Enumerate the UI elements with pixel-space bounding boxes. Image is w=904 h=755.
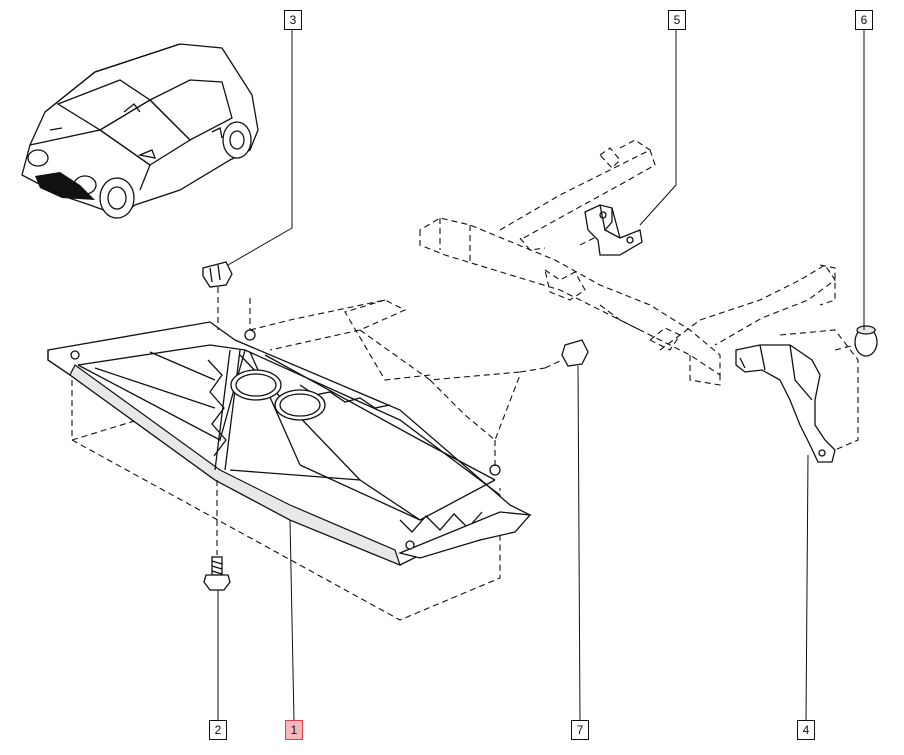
callout-1-highlighted[interactable]: 1 <box>285 720 303 740</box>
bracket-part-5 <box>584 204 643 256</box>
callout-label: 3 <box>289 13 297 27</box>
callout-label: 4 <box>802 723 810 737</box>
subframe-dashed-outline <box>419 139 836 386</box>
callout-5[interactable]: 5 <box>668 10 686 30</box>
car-locator-illustration <box>21 43 259 219</box>
callout-7[interactable]: 7 <box>571 720 589 740</box>
callout-label: 1 <box>290 723 298 737</box>
callout-3[interactable]: 3 <box>284 10 302 30</box>
callout-leader-lines <box>217 30 865 722</box>
bolt-part-2 <box>203 480 231 591</box>
callout-label: 6 <box>860 13 868 27</box>
callout-4[interactable]: 4 <box>797 720 815 740</box>
callout-label: 7 <box>576 723 584 737</box>
clip-part-3 <box>202 261 233 330</box>
callout-6[interactable]: 6 <box>855 10 873 30</box>
engine-undertray-part-1 <box>47 321 532 621</box>
grommet-part-6 <box>834 325 878 357</box>
callout-2[interactable]: 2 <box>209 720 227 740</box>
mounting-dashed-links <box>249 298 546 470</box>
callout-label: 2 <box>214 723 222 737</box>
clip-part-7 <box>544 339 589 369</box>
deflector-part-4 <box>735 329 859 463</box>
callout-label: 5 <box>673 13 681 27</box>
